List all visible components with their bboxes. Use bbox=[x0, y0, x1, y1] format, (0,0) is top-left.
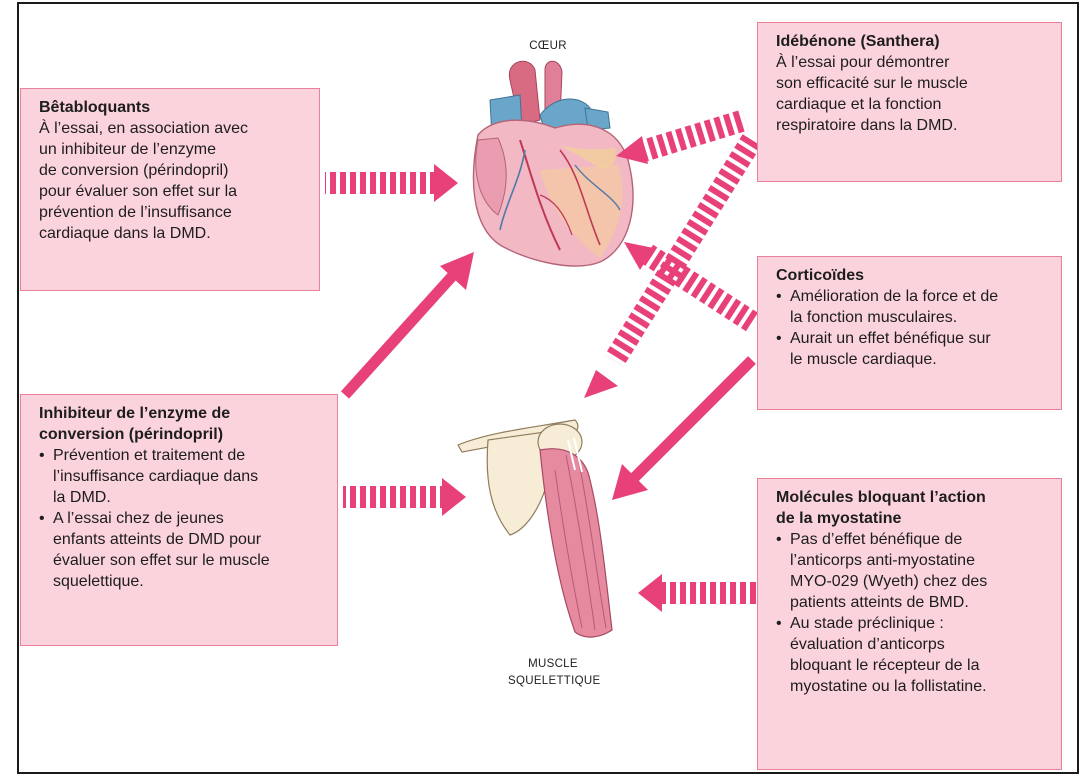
muscle-label-line-1: MUSCLE bbox=[508, 656, 598, 673]
inhibiteur-bullet-line: l’insuffisance cardiaque dans bbox=[53, 466, 323, 487]
myostatine-bullet-line: patients atteints de BMD. bbox=[790, 592, 1047, 613]
inhibiteur-list: Prévention et traitement de l’insuffisan… bbox=[39, 445, 323, 592]
betabloquants-line: À l’essai, en association avec bbox=[39, 118, 305, 139]
myostatine-bullet-line: évaluation d’anticorps bbox=[790, 634, 1047, 655]
arrow-inhibiteur-to-muscle bbox=[343, 478, 466, 516]
idebenone-line: son efficacité sur le muscle bbox=[776, 73, 1047, 94]
inhibiteur-bullet-line: enfants atteints de DMD pour bbox=[53, 529, 323, 550]
muscle-label-line-2: SQUELETTIQUE bbox=[508, 673, 598, 690]
betabloquants-line: cardiaque dans la DMD. bbox=[39, 223, 305, 244]
betabloquants-description: À l’essai, en association avec un inhibi… bbox=[39, 118, 305, 244]
idebenone-description: À l’essai pour démontrer son efficacité … bbox=[776, 52, 1047, 136]
arrow-corticoides-to-muscle bbox=[612, 360, 752, 500]
betabloquants-line: prévention de l’insuffisance bbox=[39, 202, 305, 223]
betabloquants-line: de conversion (périndopril) bbox=[39, 160, 305, 181]
heart-label-text: CŒUR bbox=[529, 40, 567, 52]
idebenone-title: Idébénone (Santhera) bbox=[776, 31, 1047, 52]
inhibiteur-title-line: Inhibiteur de l’enzyme de bbox=[39, 403, 323, 424]
corticoides-bullet-line: le muscle cardiaque. bbox=[790, 349, 1047, 370]
heart-illustration bbox=[473, 61, 632, 266]
myostatine-title-line: Molécules bloquant l’action bbox=[776, 487, 1047, 508]
inhibiteur-title-line: conversion (périndopril) bbox=[39, 424, 323, 445]
myostatine-title: Molécules bloquant l’action de la myosta… bbox=[776, 487, 1047, 529]
arrow-myostatine-to-muscle bbox=[638, 574, 758, 612]
inhibiteur-bullet-line: la DMD. bbox=[53, 487, 323, 508]
myostatine-box: Molécules bloquant l’action de la myosta… bbox=[757, 478, 1062, 770]
idebenone-line: cardiaque et la fonction bbox=[776, 94, 1047, 115]
inhibiteur-bullet-line: squelettique. bbox=[53, 571, 323, 592]
arrow-idebenone-to-heart bbox=[616, 109, 748, 164]
inhibiteur-bullet-line: évaluer son effet sur le muscle bbox=[53, 550, 323, 571]
inhibiteur-bullet-line: A l’essai chez de jeunes bbox=[53, 508, 323, 529]
betabloquants-line: un inhibiteur de l’enzyme bbox=[39, 139, 305, 160]
inhibiteur-bullet-line: Prévention et traitement de bbox=[53, 445, 323, 466]
idebenone-line: respiratoire dans la DMD. bbox=[776, 115, 1047, 136]
myostatine-bullet: Pas d’effet bénéfique de l’anticorps ant… bbox=[776, 529, 1047, 613]
myostatine-bullet-line: myostatine ou la follistatine. bbox=[790, 676, 1047, 697]
muscle-label: MUSCLE SQUELETTIQUE bbox=[508, 656, 598, 690]
myostatine-bullet-line: bloquant le récepteur de la bbox=[790, 655, 1047, 676]
myostatine-title-line: de la myostatine bbox=[776, 508, 1047, 529]
idebenone-line: À l’essai pour démontrer bbox=[776, 52, 1047, 73]
corticoides-bullet-line: Aurait un effet bénéfique sur bbox=[790, 328, 1047, 349]
corticoides-list: Amélioration de la force et de la foncti… bbox=[776, 286, 1047, 370]
inhibiteur-title: Inhibiteur de l’enzyme de conversion (pé… bbox=[39, 403, 323, 445]
arrow-betabloquants-to-heart bbox=[325, 164, 458, 202]
myostatine-bullet-line: MYO-029 (Wyeth) chez des bbox=[790, 571, 1047, 592]
corticoides-bullet-line: Amélioration de la force et de bbox=[790, 286, 1047, 307]
myostatine-bullet: Au stade préclinique : évaluation d’anti… bbox=[776, 613, 1047, 697]
myostatine-bullet-line: Pas d’effet bénéfique de bbox=[790, 529, 1047, 550]
inhibiteur-bullet: A l’essai chez de jeunes enfants atteint… bbox=[39, 508, 323, 592]
corticoides-bullet-line: la fonction musculaires. bbox=[790, 307, 1047, 328]
corticoides-bullet: Amélioration de la force et de la foncti… bbox=[776, 286, 1047, 328]
heart-label: CŒUR bbox=[518, 38, 578, 55]
betabloquants-title: Bêtabloquants bbox=[39, 97, 305, 118]
muscle-illustration bbox=[458, 420, 612, 637]
inhibiteur-bullet: Prévention et traitement de l’insuffisan… bbox=[39, 445, 323, 508]
myostatine-bullet-line: l’anticorps anti-myostatine bbox=[790, 550, 1047, 571]
corticoides-box: Corticoïdes Amélioration de la force et … bbox=[757, 256, 1062, 410]
arrow-inhibiteur-to-heart bbox=[345, 252, 474, 395]
corticoides-title: Corticoïdes bbox=[776, 265, 1047, 286]
idebenone-box: Idébénone (Santhera) À l’essai pour démo… bbox=[757, 22, 1062, 182]
myostatine-bullet-line: Au stade préclinique : bbox=[790, 613, 1047, 634]
inhibiteur-box: Inhibiteur de l’enzyme de conversion (pé… bbox=[20, 394, 338, 646]
corticoides-bullet: Aurait un effet bénéfique sur le muscle … bbox=[776, 328, 1047, 370]
betabloquants-box: Bêtabloquants À l’essai, en association … bbox=[20, 88, 320, 291]
myostatine-list: Pas d’effet bénéfique de l’anticorps ant… bbox=[776, 529, 1047, 697]
betabloquants-line: pour évaluer son effet sur la bbox=[39, 181, 305, 202]
